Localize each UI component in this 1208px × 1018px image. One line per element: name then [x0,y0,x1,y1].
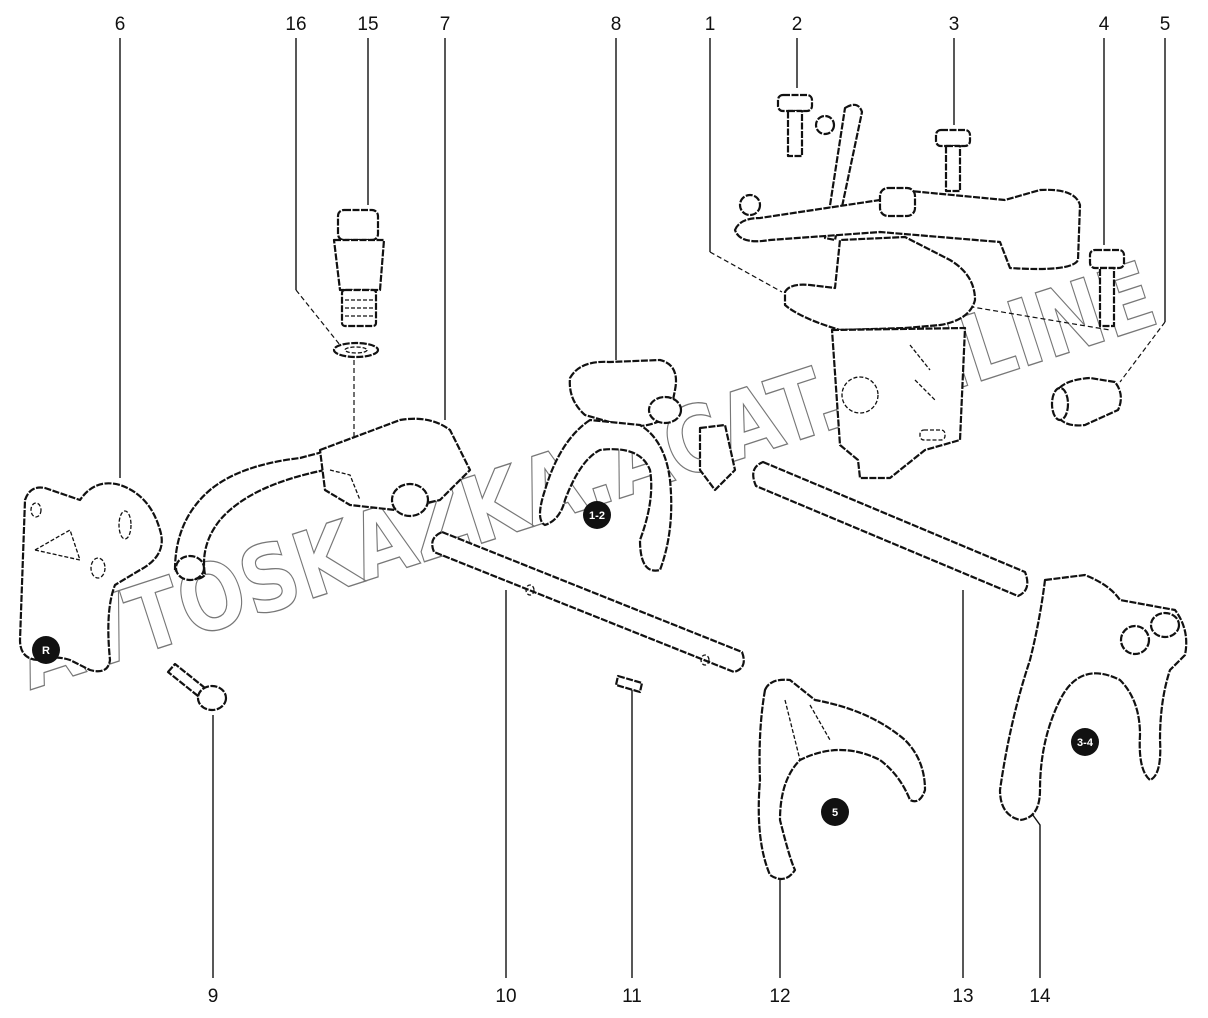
svg-text:5: 5 [832,807,838,819]
badge-reverse: R [32,636,60,664]
callout-13: 13 [952,986,973,1007]
part-1-selector-mechanism [733,103,1082,480]
callout-5: 5 [1160,14,1171,35]
callout-14: 14 [1029,986,1051,1007]
callout-11: 11 [622,986,642,1007]
callout-1: 1 [705,14,716,35]
callout-10: 10 [495,986,516,1007]
part-7-shift-fork [173,417,472,582]
callout-7: 7 [440,14,451,35]
part-13-shift-rod [752,460,1029,598]
callout-2: 2 [792,14,803,35]
part-6-reverse-bracket [18,482,163,673]
part-5-plug [1050,376,1122,427]
svg-text:3-4: 3-4 [1077,737,1094,749]
badge-fifth: 5 [821,798,849,826]
callout-16: 16 [285,14,306,35]
callout-9: 9 [208,986,219,1007]
svg-text:AVTOSKAZKA.ACAT.ONLINE: AVTOSKAZKA.ACAT.ONLINE [4,241,1169,710]
svg-text:R: R [42,645,50,657]
callout-8: 8 [611,14,622,35]
part-9-bolt [166,662,228,712]
watermark: AVTOSKAZKA.ACAT.ONLINE [3,241,1169,712]
part-8-shift-fork [538,358,737,572]
part-11-roll-pin [614,674,644,694]
callout-12: 12 [769,986,790,1007]
part-4-bolt [1088,248,1126,328]
part-15-switch [332,208,386,328]
part-16-washer [332,341,380,359]
callout-3: 3 [949,14,960,35]
callout-labels: 1 2 3 4 5 6 7 8 9 10 11 12 13 14 15 16 [115,14,1171,1007]
part-12-shift-fork [757,678,927,881]
part-14-shift-fork [998,573,1188,822]
callout-15: 15 [357,14,378,35]
part-3-bolt [934,128,972,193]
badge-third-fourth: 3-4 [1071,728,1099,756]
part-2-bolt [776,93,814,158]
callout-4: 4 [1099,14,1110,35]
leader-lines [59,38,1166,978]
callout-6: 6 [115,14,126,35]
badge-first-second: 1-2 [583,501,611,529]
part-10-shift-rod [431,530,745,674]
svg-text:1-2: 1-2 [589,510,605,522]
